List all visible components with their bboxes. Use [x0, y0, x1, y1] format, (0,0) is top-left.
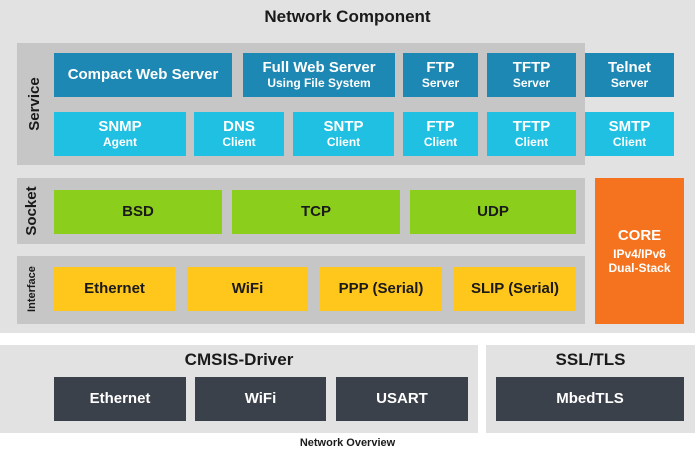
driver-box-ethernet: Ethernet	[54, 377, 186, 421]
interface-box-ppp: PPP (Serial)	[320, 267, 442, 311]
driver-box-label: Ethernet	[89, 390, 151, 408]
network-component-title: Network Component	[264, 7, 431, 26]
figure-caption: Network Overview	[299, 437, 396, 449]
service-box-sntp-client: SNTP Client	[293, 112, 394, 156]
ssl-box-label: MbedTLS	[556, 390, 624, 408]
service-box-main: SMTP	[608, 118, 651, 136]
interface-box-label: PPP (Serial)	[338, 280, 424, 298]
core-box: CORE IPv4/IPv6 Dual-Stack	[595, 178, 684, 324]
ssl-box-mbedtls: MbedTLS	[496, 377, 684, 421]
service-box-sub: Client	[514, 134, 549, 149]
service-box-main: SNMP	[98, 118, 142, 136]
core-line2: Dual-Stack	[608, 260, 671, 275]
interface-box-label: SLIP (Serial)	[470, 280, 560, 298]
socket-box-tcp: TCP	[232, 190, 400, 234]
service-box-main: FTP	[426, 118, 455, 136]
service-box-tftp-server: TFTP Server	[487, 53, 576, 97]
core-title: CORE	[617, 226, 662, 244]
service-box-main: Telnet	[607, 59, 652, 77]
service-box-main: TFTP	[512, 118, 551, 136]
service-box-sub: Using File System	[267, 75, 371, 90]
service-box-sub: Server	[610, 75, 649, 90]
interface-box-slip: SLIP (Serial)	[454, 267, 576, 311]
service-box-snmp-agent: SNMP Agent	[54, 112, 186, 156]
service-box-sub: Client	[612, 134, 647, 149]
ssl-tls-title: SSL/TLS	[555, 350, 626, 369]
socket-box-label: TCP	[301, 203, 331, 221]
service-box-smtp-client: SMTP Client	[585, 112, 674, 156]
socket-box-label: UDP	[477, 203, 509, 221]
service-box-compact-web-server: Compact Web Server	[54, 53, 232, 97]
interface-box-label: WiFi	[231, 280, 264, 298]
service-box-sub: Server	[512, 75, 551, 90]
interface-box-ethernet: Ethernet	[54, 267, 175, 311]
service-box-sub: Client	[326, 134, 361, 149]
service-box-telnet-server: Telnet Server	[585, 53, 674, 97]
socket-box-udp: UDP	[410, 190, 576, 234]
service-box-main: DNS	[223, 118, 255, 136]
service-box-main: SNTP	[323, 118, 364, 136]
service-box-tftp-client: TFTP Client	[487, 112, 576, 156]
service-box-sub: Server	[421, 75, 460, 90]
service-box-main: FTP	[426, 59, 455, 77]
socket-box-bsd: BSD	[54, 190, 222, 234]
interface-label: Interface	[26, 266, 38, 312]
service-label: Service	[26, 77, 43, 131]
service-box-ftp-server: FTP Server	[403, 53, 478, 97]
service-box-main: TFTP	[512, 59, 551, 77]
driver-box-label: USART	[376, 390, 428, 408]
socket-box-label: BSD	[122, 203, 154, 221]
driver-box-wifi: WiFi	[195, 377, 326, 421]
service-box-main: Full Web Server	[262, 59, 376, 77]
driver-box-usart: USART	[336, 377, 468, 421]
interface-box-label: Ethernet	[84, 280, 145, 298]
service-box-ftp-client: FTP Client	[403, 112, 478, 156]
service-box-dns-client: DNS Client	[194, 112, 284, 156]
cmsis-driver-title: CMSIS-Driver	[184, 350, 294, 369]
service-box-sub: Client	[222, 134, 256, 149]
core-line1: IPv4/IPv6	[613, 246, 666, 261]
service-box-sub: Client	[423, 134, 458, 149]
service-box-sub: Agent	[103, 134, 137, 149]
driver-box-label: WiFi	[244, 390, 277, 408]
interface-box-wifi: WiFi	[187, 267, 308, 311]
service-box-full-web-server: Full Web Server Using File System	[243, 53, 395, 97]
socket-label: Socket	[23, 186, 40, 236]
service-box-main: Compact Web Server	[67, 66, 219, 84]
